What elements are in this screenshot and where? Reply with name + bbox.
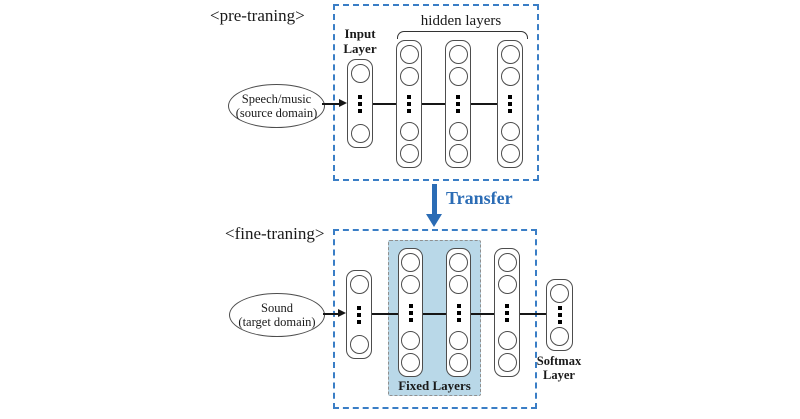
connection-line [423,313,446,315]
neuron-circle [399,144,419,163]
neuron-circle [448,144,468,163]
finetune-box [333,229,537,409]
ellipsis-dots-icon [505,303,509,322]
source-domain-line2: (source domain) [235,106,318,120]
neuron-circle [550,327,569,346]
neuron-circle [500,122,520,141]
neuron-circle [349,335,369,354]
connection-line [422,103,445,105]
neuron-circle [448,45,468,64]
finetune-hidden-column-3 [494,248,520,377]
connection-line [520,313,546,315]
pretrain-input-layer-label: Input Layer [336,26,384,56]
neuron-group [449,331,468,372]
hidden-layers-brace [397,31,528,39]
neuron-circle [448,122,468,141]
finetune-input-column [346,270,372,359]
finetune-section-label: <fine-traning> [225,224,325,243]
ellipsis-dots-icon [358,94,362,113]
neuron-circle [497,275,517,294]
target-domain-line2: (target domain) [238,315,316,329]
neuron-group [497,331,517,372]
neuron-circle [449,275,468,294]
target-domain-ellipse: Sound (target domain) [229,293,325,337]
target-arrow-line [323,313,338,315]
fixed-layers-label: Fixed Layers [398,378,471,393]
pretrain-input-layer-label-line1: Input [344,26,376,41]
softmax-layer-label: Softmax Layer [530,354,588,382]
neuron-group [401,331,420,372]
neuron-circle [349,275,369,294]
pretrain-input-column [347,59,373,148]
ellipsis-dots-icon [508,95,512,113]
neuron-circle [401,253,420,272]
source-arrow-line [322,103,339,105]
pretrain-box [333,4,539,181]
neuron-circle [399,45,419,64]
pretrain-hidden-column-3 [497,40,523,168]
neuron-group [500,45,520,86]
neuron-group [401,253,420,294]
transfer-arrowhead-icon [426,214,442,227]
neuron-group [497,253,517,294]
neuron-circle [500,45,520,64]
pretrain-input-layer-label-line2: Layer [343,41,377,56]
ellipsis-dots-icon [407,95,411,113]
connection-line [372,313,398,315]
neuron-circle [449,331,468,350]
neuron-circle [350,124,370,143]
neuron-circle [399,67,419,86]
fixed-column-1 [398,248,423,377]
transfer-arrow [432,184,437,215]
target-arrowhead-icon [338,309,346,317]
neuron-circle [500,144,520,163]
source-domain-line1: Speech/music [241,92,312,106]
pretrain-hidden-column-1 [396,40,422,168]
neuron-group [500,122,520,163]
transfer-label: Transfer [446,188,513,208]
neuron-circle [401,275,420,294]
ellipsis-dots-icon [557,306,562,324]
connection-line [471,313,494,315]
neuron-group [448,122,468,163]
source-domain-ellipse: Speech/music (source domain) [228,84,325,128]
neuron-circle [497,331,517,350]
neuron-circle [449,253,468,272]
pretrain-hidden-column-2 [445,40,471,168]
neuron-group [449,253,468,294]
pretrain-section-label: <pre-traning> [210,6,305,25]
ellipsis-dots-icon [357,305,361,324]
connection-line [471,103,497,105]
neuron-circle [401,353,420,372]
neuron-circle [550,284,569,303]
neuron-group [399,45,419,86]
softmax-column [546,279,573,351]
neuron-circle [497,253,517,272]
neuron-circle [448,67,468,86]
ellipsis-dots-icon [456,303,461,322]
neuron-circle [350,64,370,83]
neuron-group [399,122,419,163]
softmax-layer-label-line1: Softmax [536,354,582,368]
hidden-layers-label: hidden layers [420,13,502,29]
ellipsis-dots-icon [456,95,460,113]
ellipsis-dots-icon [408,303,413,322]
target-domain-line1: Sound [261,301,293,315]
source-arrowhead-icon [339,99,347,107]
softmax-layer-label-line2: Layer [543,368,575,382]
fixed-column-2 [446,248,471,377]
neuron-circle [497,353,517,372]
neuron-circle [399,122,419,141]
neuron-circle [500,67,520,86]
neuron-group [448,45,468,86]
neuron-circle [449,353,468,372]
neuron-circle [401,331,420,350]
connection-line [373,103,396,105]
